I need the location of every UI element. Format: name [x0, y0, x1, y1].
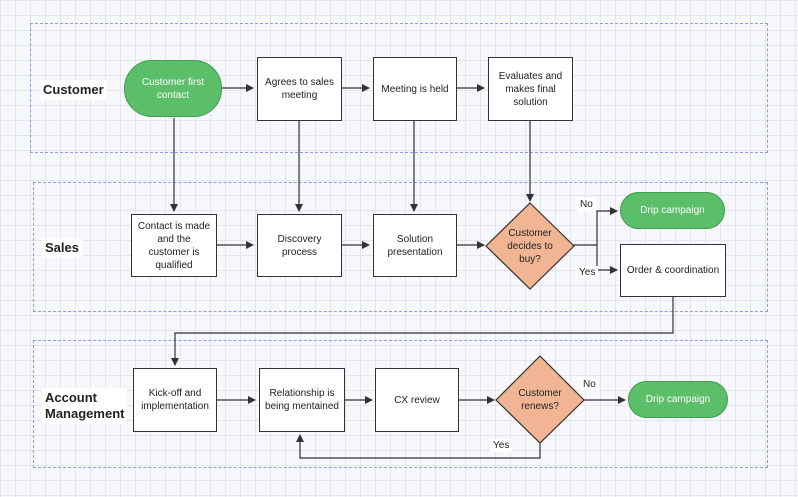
- account-label-line2: Management: [45, 406, 125, 421]
- edge-decision-no-to-drip: [573, 207, 618, 246]
- agrees-to-sales-meeting-node[interactable]: Agrees to sales meeting: [257, 57, 342, 121]
- discovery-process-node[interactable]: Discovery process: [257, 214, 342, 277]
- edge-order-to-kickoff: [171, 297, 674, 366]
- decision-renew-diamond: [495, 355, 585, 444]
- relationship-maintained-node[interactable]: Relationship is being mentained: [259, 368, 345, 432]
- account-management-lane: [33, 340, 768, 468]
- sales-lane: [33, 182, 768, 312]
- renew-no-label: No: [580, 378, 599, 391]
- contact-made-qualified-node[interactable]: Contact is made and the customer is qual…: [131, 214, 217, 277]
- evaluates-final-solution-node[interactable]: Evaluates and makes final solution: [488, 57, 573, 121]
- account-label-line1: Account: [45, 390, 97, 405]
- drip-campaign-account-node[interactable]: Drip campaign: [628, 381, 728, 418]
- drip-campaign-sales-node[interactable]: Drip campaign: [620, 192, 725, 229]
- customer-lane-label: Customer: [40, 80, 107, 100]
- meeting-is-held-node[interactable]: Meeting is held: [373, 57, 457, 121]
- customer-decides-to-buy-label[interactable]: Customer decides to buy?: [507, 227, 553, 265]
- decision-buy-diamond: [485, 202, 575, 290]
- renew-yes-label: Yes: [490, 439, 513, 452]
- customer-renews-label[interactable]: Customer renews?: [518, 388, 562, 412]
- buy-no-label: No: [577, 198, 596, 211]
- kickoff-implementation-node[interactable]: Kick-off and implementation: [133, 368, 217, 432]
- edge-decision-yes-to-order: [596, 245, 618, 274]
- cx-review-node[interactable]: CX review: [375, 368, 459, 432]
- order-coordination-node[interactable]: Order & coordination: [620, 244, 726, 297]
- customer-lane: [30, 23, 768, 153]
- customer-first-contact-node[interactable]: Customer first contact: [124, 60, 222, 117]
- edge-renews-yes-to-relationship: [296, 434, 541, 459]
- solution-presentation-node[interactable]: Solution presentation: [373, 214, 457, 277]
- buy-yes-label: Yes: [576, 266, 599, 279]
- sales-lane-label: Sales: [42, 238, 82, 258]
- account-management-lane-label: Account Management: [42, 388, 128, 424]
